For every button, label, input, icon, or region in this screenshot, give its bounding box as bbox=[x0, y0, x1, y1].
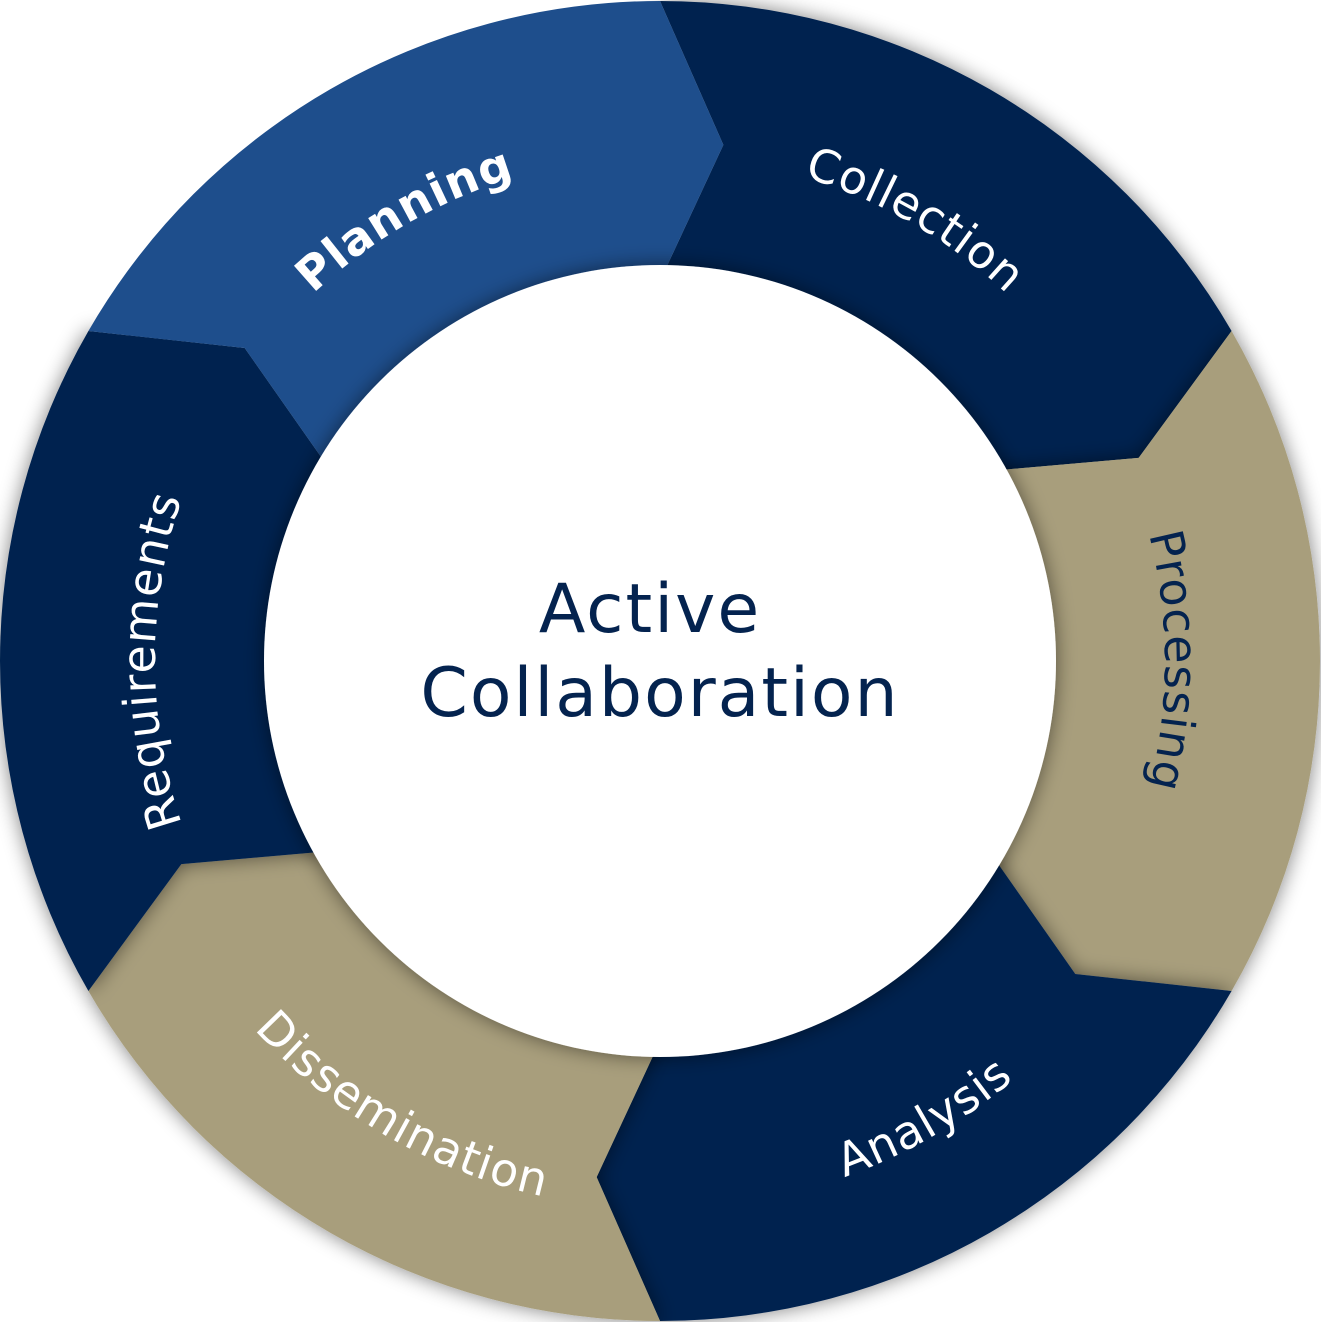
segment-dissemination bbox=[88, 851, 661, 1321]
center-circle bbox=[264, 265, 1056, 1057]
center-title-line-1: Active bbox=[539, 570, 761, 649]
segment-planning bbox=[88, 1, 724, 471]
center-title-line-2: Collaboration bbox=[420, 654, 899, 733]
segment-processing bbox=[989, 331, 1320, 991]
segment-requirements bbox=[0, 331, 331, 991]
segment-analysis bbox=[596, 851, 1232, 1321]
segment-collection bbox=[660, 1, 1232, 471]
